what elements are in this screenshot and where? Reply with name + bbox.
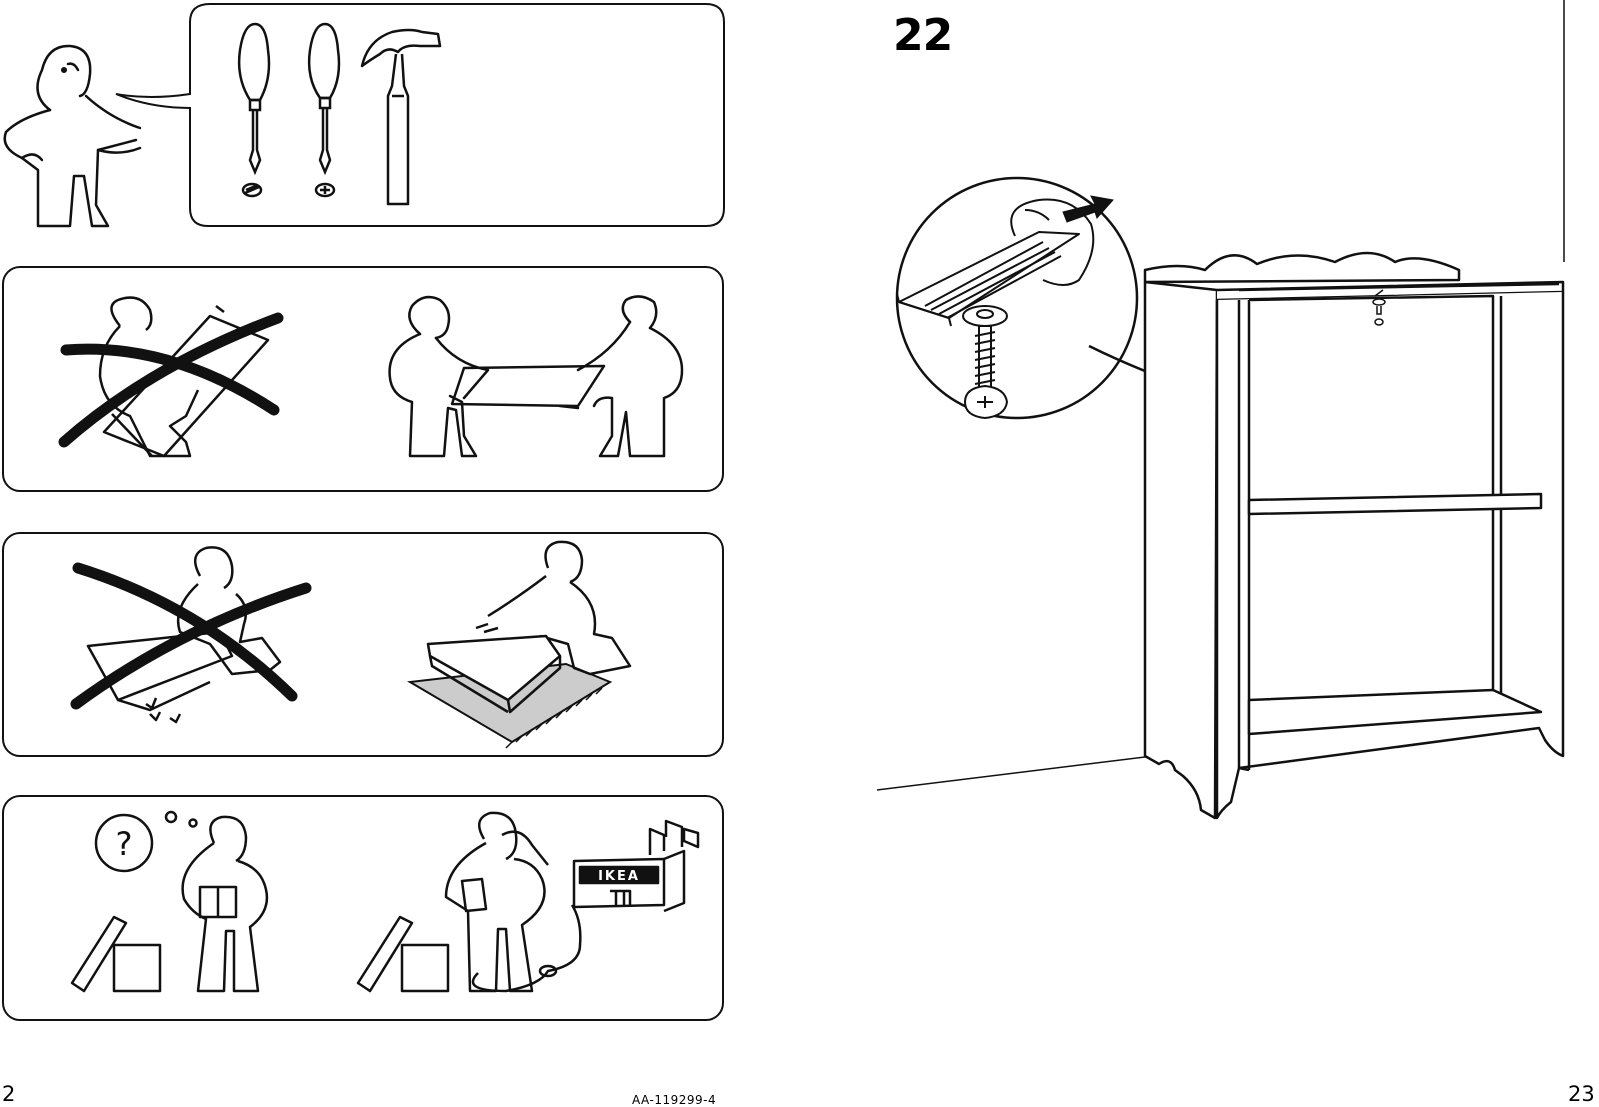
question-mark-glyph: ? bbox=[116, 825, 133, 863]
help-illustration: ? IKEA bbox=[0, 795, 730, 1030]
page-number-right: 23 bbox=[1568, 1082, 1595, 1106]
single-carrier-figure bbox=[100, 298, 268, 456]
two-carriers-figure bbox=[390, 296, 682, 456]
store-sign-text: IKEA bbox=[598, 869, 640, 884]
panel-tools bbox=[0, 0, 730, 235]
bookcase bbox=[1145, 253, 1563, 818]
carry-illustration bbox=[0, 266, 730, 501]
wrong-cross-icon bbox=[64, 318, 278, 442]
wrong-cross-icon bbox=[76, 568, 306, 704]
phoning-figure bbox=[358, 813, 580, 991]
ikea-store-icon bbox=[574, 821, 698, 911]
unpack-illustration bbox=[0, 532, 730, 767]
confused-figure bbox=[72, 817, 267, 991]
assembler-figure bbox=[5, 46, 140, 226]
step-22-illustration bbox=[839, 0, 1599, 860]
page-number-left: 2 bbox=[2, 1082, 15, 1106]
question-thought-bubble-icon bbox=[96, 812, 197, 871]
